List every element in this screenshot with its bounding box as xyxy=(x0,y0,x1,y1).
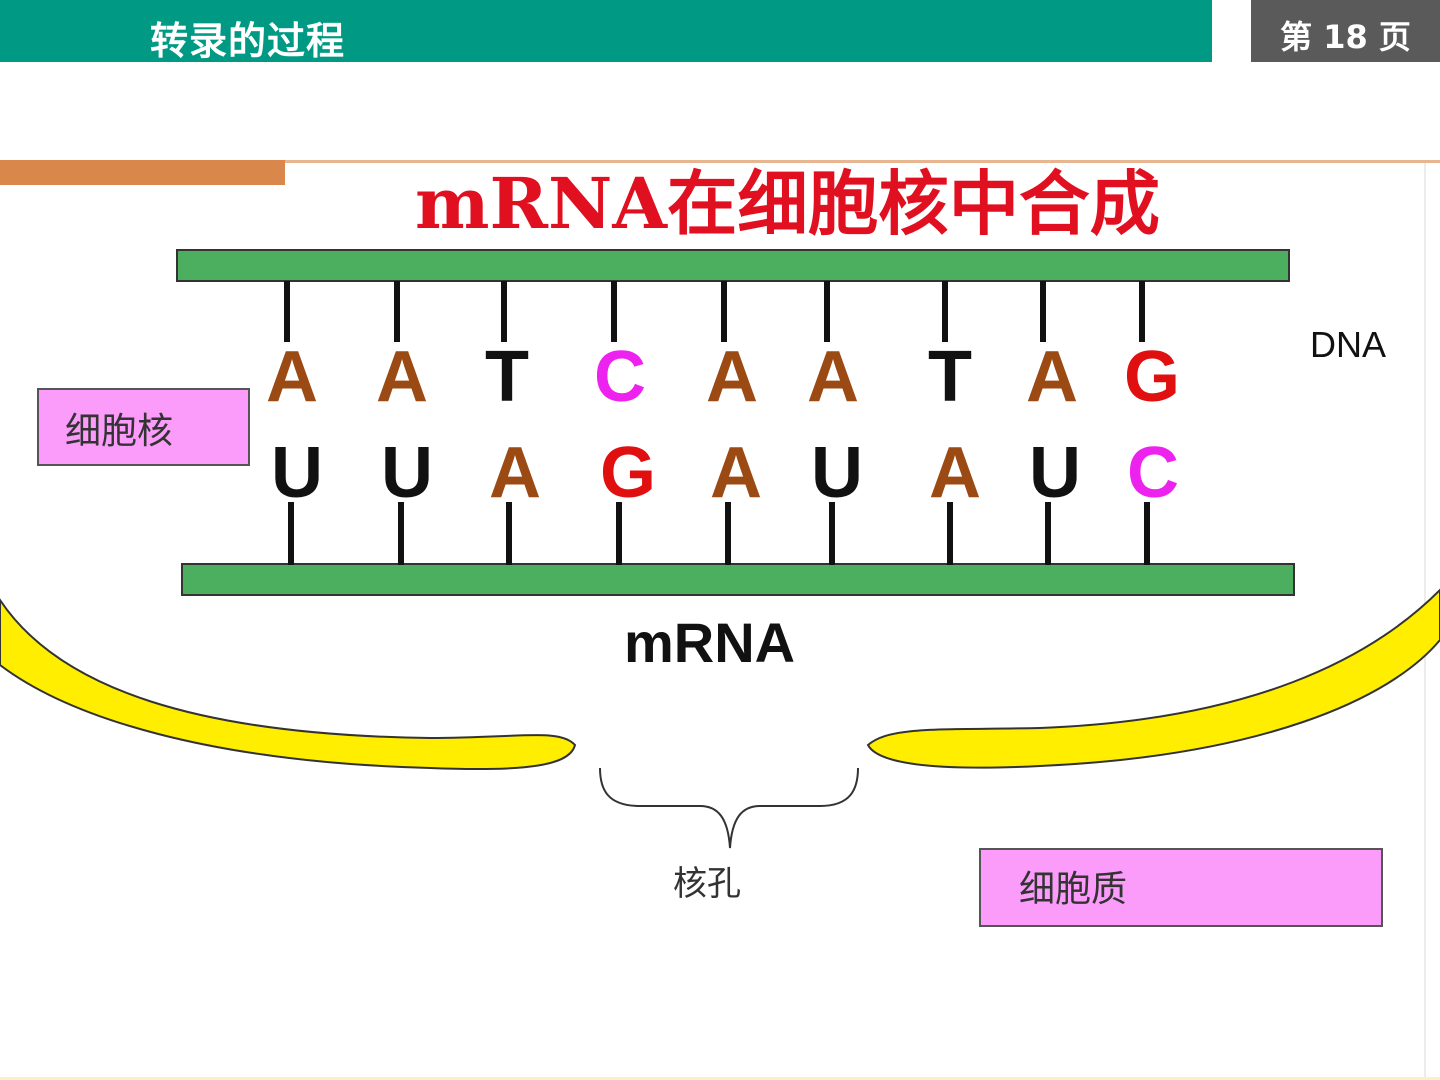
mrna-base-letter: A xyxy=(929,433,981,513)
nucleus-label: 细胞核 xyxy=(65,411,174,452)
cytoplasm-label: 细胞质 xyxy=(1019,869,1128,910)
nucleus-label-box: 细胞核 xyxy=(37,388,250,466)
mrna-base-letter: U xyxy=(381,433,433,513)
dna-base-letter: A xyxy=(706,337,758,417)
dna-base-letter: T xyxy=(485,337,529,417)
page-number: 第 18 页 xyxy=(1280,18,1411,56)
dna-strand xyxy=(176,249,1290,282)
mrna-strand xyxy=(181,563,1295,596)
page-number-box: 第 18 页 xyxy=(1251,0,1440,62)
nuclear-pore-label: 核孔 xyxy=(673,864,741,904)
mrna-base-letter: A xyxy=(710,433,762,513)
cytoplasm-label-box: 细胞质 xyxy=(979,848,1383,927)
mrna-base-letter: C xyxy=(1127,433,1179,513)
nuclear-membrane-left xyxy=(0,598,577,771)
dna-base-letter: A xyxy=(266,337,318,417)
mrna-base-letter: U xyxy=(811,433,863,513)
dna-base-letter: C xyxy=(594,337,646,417)
mrna-base-letter: U xyxy=(1029,433,1081,513)
header-bar xyxy=(0,0,1212,62)
dna-base-letter: T xyxy=(928,337,972,417)
accent-bar xyxy=(0,160,285,185)
nuclear-membrane-right xyxy=(866,588,1440,769)
dna-base-letter: A xyxy=(376,337,428,417)
mrna-label: mRNA xyxy=(624,611,795,674)
mrna-base-letter: A xyxy=(489,433,541,513)
nuclear-pore-brace xyxy=(599,767,859,849)
accent-line xyxy=(285,160,1440,163)
frame-bottom xyxy=(0,1077,1440,1080)
mrna-base-letter: U xyxy=(271,433,323,513)
diagram-title: mRNA在细胞核中合成 xyxy=(415,162,1160,245)
mrna-base-letter: G xyxy=(600,433,656,513)
slide-title: 转录的过程 xyxy=(150,19,346,63)
dna-base-letter: A xyxy=(807,337,859,417)
dna-base-letter: G xyxy=(1124,337,1180,417)
dna-label: DNA xyxy=(1310,324,1386,365)
dna-base-letter: A xyxy=(1026,337,1078,417)
